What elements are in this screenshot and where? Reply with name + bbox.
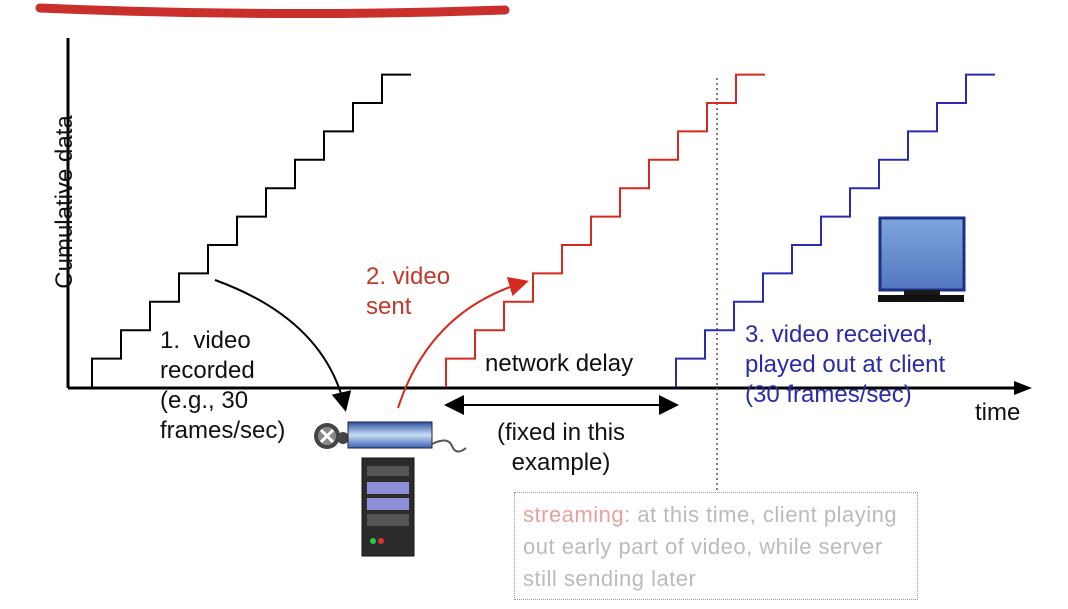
fixed-delay-label: (fixed in this example) bbox=[497, 419, 626, 476]
x-axis-label: time bbox=[975, 399, 1021, 426]
recorded-label: 1. video recorded (e.g., 30 frames/sec) bbox=[160, 327, 286, 444]
streaming-note: streaming: at this time, client playing … bbox=[514, 492, 918, 600]
sent-staircase bbox=[445, 73, 765, 387]
recorded-arrow bbox=[214, 279, 352, 412]
sent-arrow bbox=[397, 276, 529, 409]
network-delay-label: network delay bbox=[485, 350, 634, 377]
y-axis-label: Cumulative data bbox=[51, 115, 78, 289]
monitor-icon bbox=[878, 216, 966, 302]
note-highlight: streaming bbox=[523, 502, 625, 527]
sent-label: 2. video sent bbox=[366, 263, 451, 320]
film-reel-icon bbox=[314, 421, 467, 453]
x-axis-arrowhead bbox=[1014, 381, 1032, 395]
server-icon bbox=[361, 457, 415, 557]
recorded-staircase bbox=[91, 73, 411, 387]
received-staircase bbox=[675, 73, 995, 387]
received-label: 3. video received, played out at client … bbox=[745, 321, 946, 408]
note-text: : at this time, client playing out early… bbox=[523, 502, 898, 591]
highlight-underline bbox=[35, 3, 510, 19]
